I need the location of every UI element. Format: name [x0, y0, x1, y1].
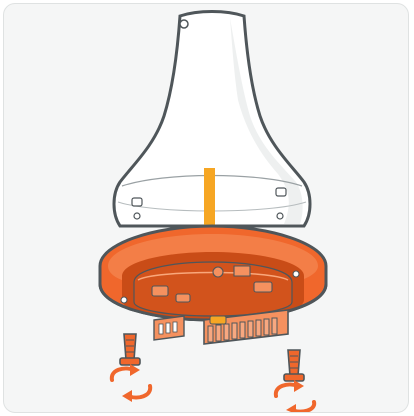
rotate-arrow-icon-left — [112, 364, 150, 402]
exploded-device-illustration — [4, 4, 409, 413]
base-plate — [100, 226, 326, 320]
rotate-arrow-icon-right — [276, 380, 314, 413]
screw-icon-right — [284, 350, 304, 381]
screw-icon-left — [120, 334, 140, 365]
cable-upper — [204, 168, 215, 230]
illustration-card — [3, 3, 409, 413]
housing-top-hole — [180, 20, 188, 28]
